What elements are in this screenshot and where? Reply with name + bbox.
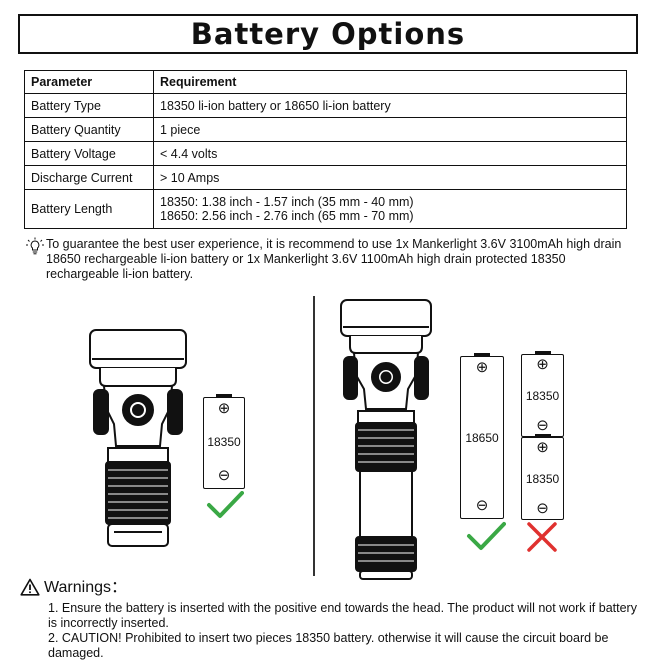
table-row: Battery Length 18350: 1.38 inch - 1.57 i… — [24, 189, 627, 229]
spec-table: Parameter Requirement Battery Type 18350… — [24, 70, 627, 229]
table-row: Battery Quantity 1 piece — [24, 117, 627, 142]
negative-terminal-icon: ⊖ — [536, 500, 549, 517]
battery-cap — [535, 434, 551, 437]
tip-text: To guarantee the best user experience, i… — [46, 237, 622, 281]
check-icon — [207, 491, 244, 518]
check-icon — [467, 522, 506, 550]
title-box: Battery Options — [18, 14, 638, 54]
param-cell: Discharge Current — [24, 165, 154, 190]
warnings-heading: Warnings： — [20, 578, 645, 596]
req-line: 18650: 2.56 inch - 2.76 inch (65 mm - 70… — [160, 209, 414, 223]
warnings-section: Warnings： 1. Ensure the battery is inser… — [20, 578, 645, 661]
negative-terminal-icon: ⊖ — [217, 467, 231, 484]
battery-label: 18650 — [465, 431, 499, 445]
positive-terminal-icon: ⊕ — [217, 400, 231, 417]
table-row: Battery Type 18350 li-ion battery or 186… — [24, 93, 627, 118]
param-cell: Battery Quantity — [24, 117, 154, 142]
figure-divider — [313, 296, 315, 576]
battery-18650-right: ⊕ 18650 ⊖ — [460, 353, 504, 519]
battery-18350-left: ⊕ 18350 ⊖ — [203, 394, 245, 489]
positive-terminal-icon: ⊕ — [536, 439, 549, 456]
warnings-colon: ： — [110, 578, 127, 596]
req-line: 18350: 1.38 inch - 1.57 inch (35 mm - 40… — [160, 195, 414, 209]
negative-terminal-icon: ⊖ — [536, 417, 549, 434]
list-item: 1. Ensure the battery is inserted with t… — [48, 601, 637, 630]
positive-terminal-icon: ⊕ — [475, 359, 489, 376]
battery-18350-stack-bottom: ⊕ 18350 ⊖ — [521, 434, 564, 520]
flashlight-short-figure — [89, 329, 187, 547]
battery-cap — [474, 353, 490, 356]
positive-terminal-icon: ⊕ — [536, 356, 549, 373]
header-parameter: Parameter — [24, 70, 154, 94]
lightbulb-icon — [26, 237, 44, 255]
battery-18350-stack-top: ⊕ 18350 ⊖ — [521, 351, 564, 437]
table-row: Discharge Current > 10 Amps — [24, 165, 627, 190]
header-requirement: Requirement — [153, 70, 627, 94]
warning-icon — [20, 578, 40, 596]
battery-cap — [216, 394, 232, 397]
param-cell: Battery Voltage — [24, 141, 154, 166]
cross-icon — [527, 522, 557, 552]
negative-terminal-icon: ⊖ — [475, 497, 489, 514]
req-cell: 18350 li-ion battery or 18650 li-ion bat… — [153, 93, 627, 118]
tip-note: To guarantee the best user experience, i… — [26, 237, 636, 282]
warnings-list: 1. Ensure the battery is inserted with t… — [20, 601, 645, 661]
req-cell: < 4.4 volts — [153, 141, 627, 166]
req-cell: 1 piece — [153, 117, 627, 142]
param-cell: Battery Length — [24, 189, 154, 229]
page-title: Battery Options — [190, 17, 466, 51]
battery-cap — [535, 351, 551, 354]
battery-label: 18350 — [525, 472, 560, 486]
battery-label: 18350 — [207, 435, 241, 449]
flashlight-long-figure — [340, 299, 432, 580]
battery-label: 18350 — [525, 389, 560, 403]
req-cell: 18350: 1.38 inch - 1.57 inch (35 mm - 40… — [153, 189, 627, 229]
list-item: 2. CAUTION! Prohibited to insert two pie… — [48, 631, 609, 660]
warnings-title: Warnings — [44, 578, 111, 596]
table-header-row: Parameter Requirement — [24, 70, 627, 94]
param-cell: Battery Type — [24, 93, 154, 118]
req-cell: > 10 Amps — [153, 165, 627, 190]
table-row: Battery Voltage < 4.4 volts — [24, 141, 627, 166]
